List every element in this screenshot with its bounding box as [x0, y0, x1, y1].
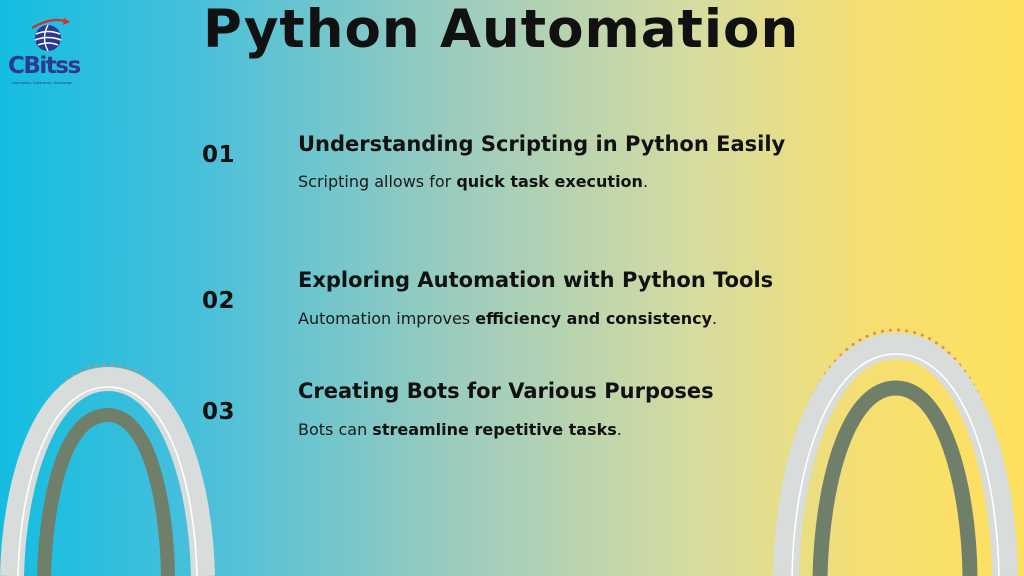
logo-brand: CBitss — [8, 55, 88, 78]
logo-brand-text: CBitss — [8, 53, 81, 79]
logo-tagline: Information. Experience. Knowledge — [12, 81, 72, 86]
desc-suffix: . — [712, 309, 718, 328]
desc-suffix: . — [616, 420, 622, 439]
globe-icon — [31, 18, 70, 52]
desc-prefix: Bots can — [298, 420, 373, 439]
page-title: Python Automation — [203, 0, 800, 60]
desc-bold: efficiency and consistency — [475, 309, 713, 328]
list-item: 01 Understanding Scripting in Python Eas… — [0, 130, 1024, 210]
desc-bold: streamline repetitive tasks — [372, 420, 617, 439]
desc-prefix: Automation improves — [298, 309, 476, 328]
list-item: 02 Exploring Automation with Python Tool… — [0, 266, 1024, 346]
desc-prefix: Scripting allows for — [298, 172, 457, 191]
desc-suffix: . — [642, 172, 649, 191]
decorative-arch-right — [773, 328, 1018, 576]
item-number: 03 — [202, 399, 236, 425]
desc-bold: quick task execution — [456, 172, 643, 191]
item-description: Scripting allows for quick task executio… — [298, 171, 648, 193]
logo: CBitss Information. Experience. Knowledg… — [8, 14, 88, 94]
item-description: Automation improves efficiency and consi… — [298, 308, 717, 330]
item-number: 01 — [202, 142, 236, 168]
item-heading: Exploring Automation with Python Tools — [298, 268, 774, 292]
item-number: 02 — [202, 288, 236, 314]
item-heading: Creating Bots for Various Purposes — [298, 379, 714, 403]
list-item: 03 Creating Bots for Various Purposes Bo… — [0, 377, 1024, 457]
item-heading: Understanding Scripting in Python Easily — [298, 132, 786, 156]
decorative-arch-left — [0, 363, 215, 576]
item-description: Bots can streamline repetitive tasks. — [298, 419, 622, 441]
